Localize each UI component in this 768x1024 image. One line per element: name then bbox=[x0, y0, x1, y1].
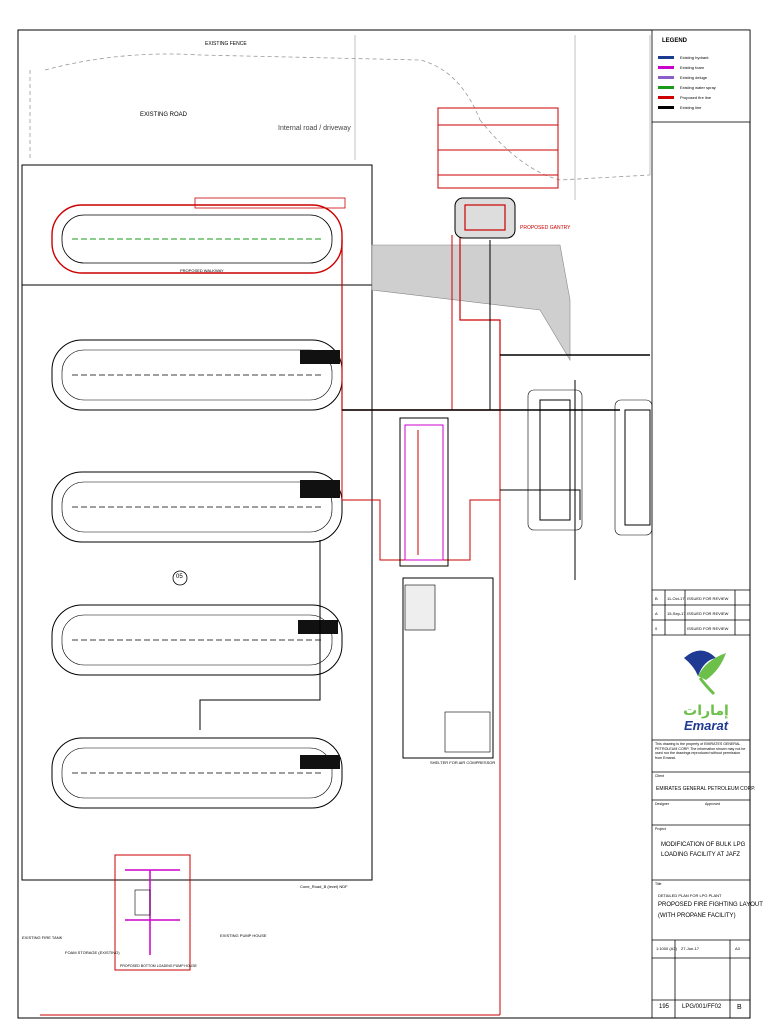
bird-logo-icon bbox=[684, 650, 726, 696]
revision-rev: 0 bbox=[655, 626, 658, 631]
tank-4 bbox=[51, 604, 343, 676]
inset-title: PROPOSED BOTTOM LOADING PUMP HOUSE bbox=[120, 964, 197, 968]
approved-label: Approved bbox=[705, 802, 720, 806]
logo-english: Emarat bbox=[683, 718, 729, 733]
legend-swatch bbox=[658, 65, 674, 69]
logo-arabic: إمارات bbox=[683, 703, 729, 719]
existing-fence-label: EXISTING FENCE bbox=[205, 41, 247, 47]
scale-value: 1:1000 (A3) bbox=[656, 946, 677, 951]
proposed-gantry-structure bbox=[437, 107, 559, 239]
legend-item: Existing deluge bbox=[658, 72, 748, 82]
internal-road-label: Internal road / driveway bbox=[278, 125, 351, 132]
legend-title: LEGEND bbox=[662, 38, 688, 44]
tank-2 bbox=[51, 339, 343, 411]
legend-item: Existing water spray bbox=[658, 82, 748, 92]
tank-1 bbox=[51, 197, 346, 274]
legend-label: Existing deluge bbox=[680, 74, 708, 80]
proposed-gantry-label: PROPOSED GANTRY bbox=[520, 225, 571, 231]
client-label: Client bbox=[655, 774, 664, 778]
legend-item: Existing foam bbox=[658, 62, 748, 72]
legend-item: Existing hydrant bbox=[658, 52, 748, 62]
fire-lines bbox=[40, 235, 650, 1016]
tank-5 bbox=[51, 737, 343, 809]
legend-swatch bbox=[658, 85, 674, 89]
revision-letter: B bbox=[737, 1004, 742, 1011]
revision-row: 0 ISSUED FOR REVIEW bbox=[654, 621, 750, 636]
truck-bay-2 bbox=[614, 399, 653, 536]
drawing-number: LPG/001/FF02 bbox=[682, 1004, 722, 1010]
date-value: 27-Jun-17 bbox=[681, 946, 700, 951]
client-name: EMIRATES GENERAL PETROLEUM CORP. bbox=[656, 786, 756, 792]
pump-house-label: EXISTING PUMP HOUSE bbox=[220, 933, 267, 938]
legend-label: Existing foam bbox=[680, 64, 705, 70]
revision-date: 11-Oct-17 bbox=[667, 596, 685, 601]
project-line-2: LOADING FACILITY AT JAFZ bbox=[661, 852, 741, 858]
legend-label: Existing hydrant bbox=[680, 54, 709, 60]
title-line-2: (WITH PROPANE FACILITY) bbox=[658, 913, 736, 919]
revision-rev: A bbox=[655, 611, 658, 616]
existing-fence-line bbox=[44, 53, 481, 121]
title-line-1: PROPOSED FIRE FIGHTING LAYOUT bbox=[658, 902, 763, 908]
legend-swatch bbox=[658, 95, 674, 99]
title-label: Title bbox=[655, 882, 662, 886]
truck-bay-1 bbox=[527, 389, 583, 531]
legend-label: Existing line bbox=[680, 104, 702, 110]
bottom-note: Cone_Road_B (level) NDF bbox=[300, 884, 348, 889]
sheet-size: A3 bbox=[735, 946, 740, 951]
project-label: Project bbox=[655, 827, 666, 831]
compressor-shelter bbox=[402, 577, 494, 759]
disclaimer: This drawing is the property of EMIRATES… bbox=[655, 742, 746, 760]
legend-label: Proposed fire line bbox=[680, 94, 712, 100]
legend-label: Existing water spray bbox=[680, 84, 716, 90]
left-note-2: FOAM STORAGE (EXISTING) bbox=[65, 950, 120, 955]
revision-rev: B bbox=[655, 596, 658, 601]
designer-label: Designer bbox=[655, 802, 670, 806]
existing-road-label: EXISTING ROAD bbox=[140, 112, 188, 118]
inset-detail bbox=[114, 854, 191, 971]
title-line-0: DETAILED PLAN FOR LPG PLANT bbox=[658, 893, 722, 898]
revision-desc: ISSUED FOR REVIEW bbox=[687, 626, 729, 631]
legend-swatch bbox=[658, 105, 674, 109]
project-line-1: MODIFICATION OF BULK LPG bbox=[661, 842, 746, 848]
reference-marker-label: 05 bbox=[176, 574, 183, 580]
legend-item: Proposed fire line bbox=[658, 92, 748, 102]
legend-item: Existing line bbox=[658, 102, 748, 112]
road-area bbox=[371, 244, 571, 362]
shelter-label: SHELTER FOR AIR COMPRESSOR bbox=[430, 760, 496, 765]
walkway-label: PROPOSED WALKWAY bbox=[180, 268, 224, 273]
left-note-1: EXISTING FIRE TANK bbox=[22, 935, 63, 940]
legend-swatch bbox=[658, 75, 674, 79]
legend-swatch bbox=[658, 55, 674, 59]
skid-building bbox=[399, 417, 449, 567]
revision-desc: ISSUED FOR REVIEW bbox=[687, 596, 729, 601]
tank-3 bbox=[51, 471, 343, 543]
emarat-logo: إمارات Emarat bbox=[676, 638, 736, 733]
revision-date: 15-Sep-17 bbox=[667, 611, 686, 616]
project-number: 195 bbox=[659, 1004, 670, 1010]
reference-marker bbox=[172, 570, 188, 586]
title-block bbox=[651, 122, 750, 1018]
revision-desc: ISSUED FOR REVIEW bbox=[687, 611, 729, 616]
